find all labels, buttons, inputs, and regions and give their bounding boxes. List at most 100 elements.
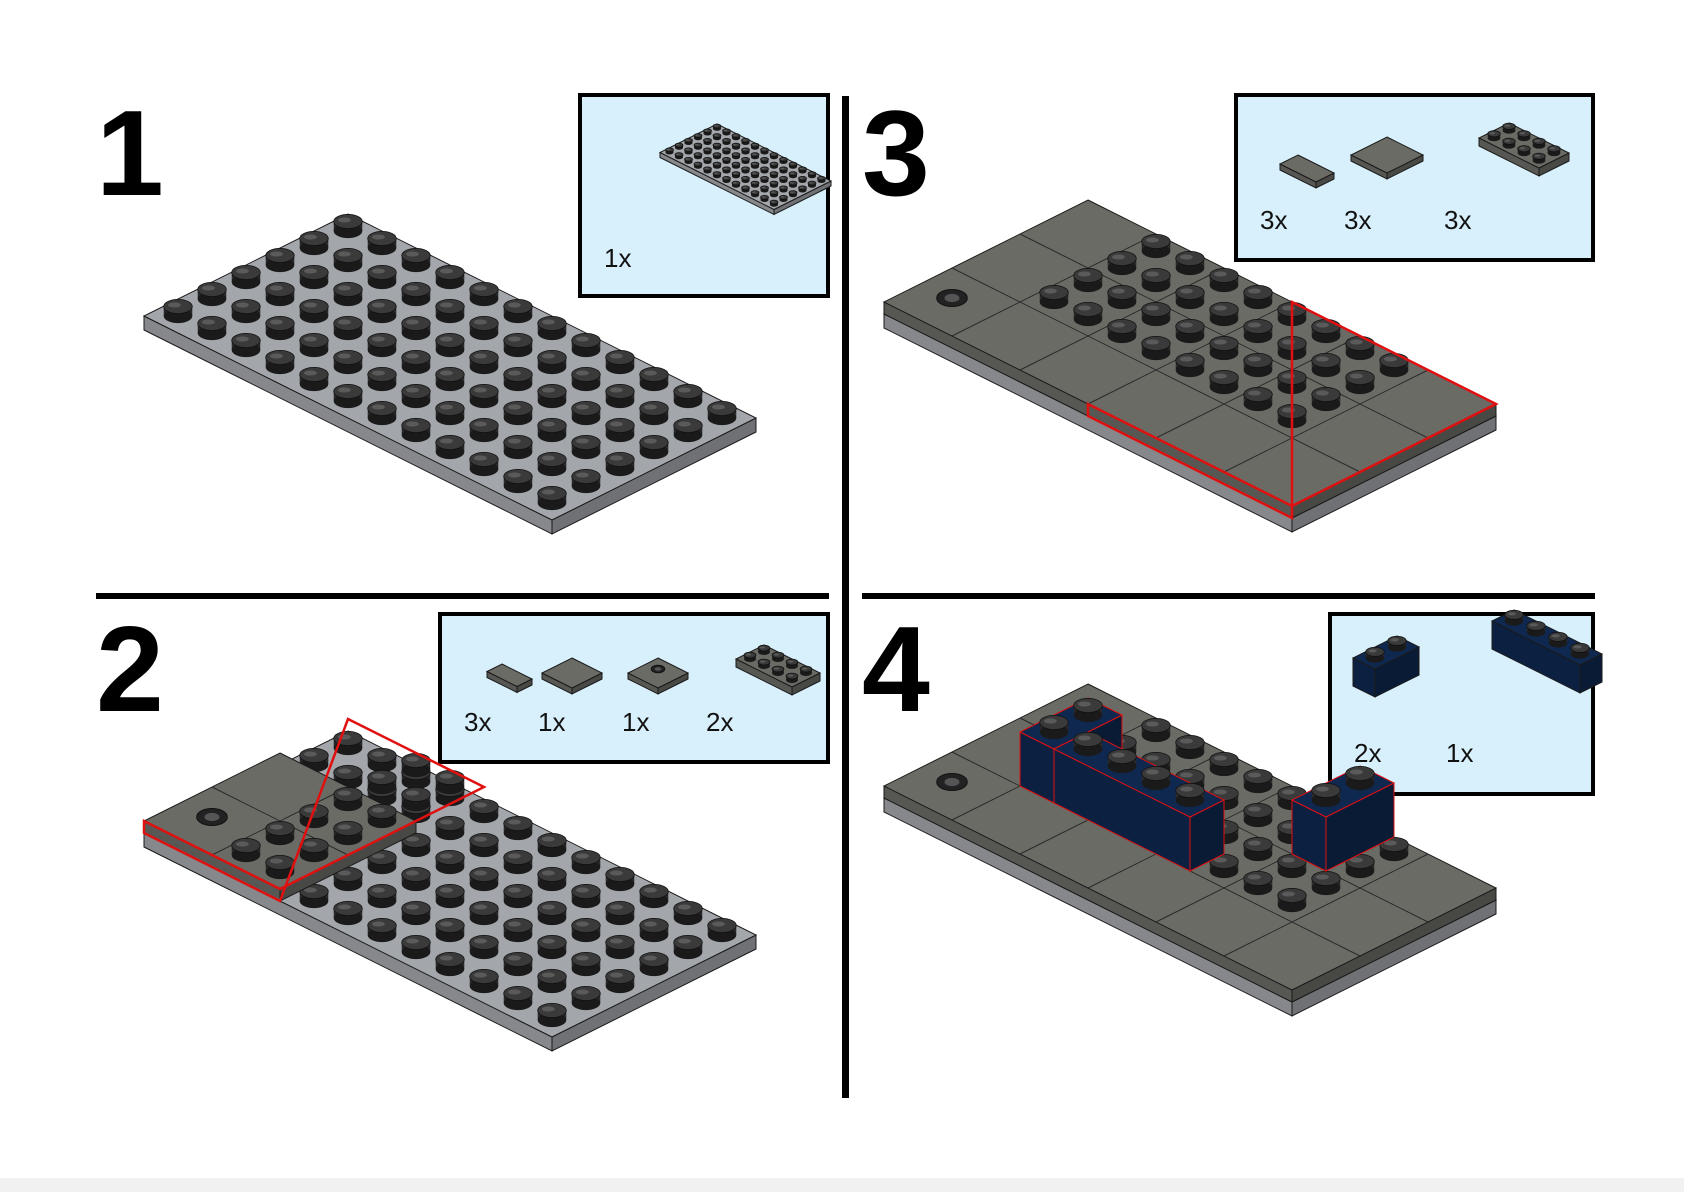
stud	[1243, 802, 1273, 828]
stud	[673, 417, 703, 443]
stud	[750, 180, 760, 188]
stud	[684, 156, 693, 164]
stud	[435, 951, 465, 977]
stud	[731, 171, 741, 179]
stud	[799, 665, 813, 676]
stud	[731, 161, 741, 169]
stud	[703, 156, 712, 164]
stud	[1209, 751, 1239, 777]
stud	[760, 156, 769, 164]
tile-2x2-dark-gray-icon	[540, 657, 604, 695]
step-number: 3	[862, 85, 930, 221]
stud	[605, 417, 635, 443]
stud	[333, 281, 363, 307]
stud	[469, 798, 499, 824]
stud	[1175, 734, 1205, 760]
stud	[469, 451, 499, 477]
stud	[1311, 782, 1341, 808]
stud	[731, 133, 741, 141]
stud	[760, 175, 769, 183]
stud	[1175, 318, 1205, 344]
stud	[333, 349, 363, 375]
stud	[779, 185, 788, 193]
stud	[712, 142, 722, 150]
stud	[503, 298, 533, 324]
stud	[639, 883, 669, 909]
stud	[1209, 267, 1239, 293]
part-qty: 3x	[464, 707, 492, 737]
stud	[367, 400, 397, 426]
stud	[1532, 137, 1546, 149]
stud	[760, 185, 769, 193]
stud	[231, 264, 261, 290]
stud	[1073, 301, 1103, 327]
stud	[333, 900, 363, 926]
stud	[401, 349, 431, 375]
stud	[605, 451, 635, 477]
stud	[299, 747, 329, 773]
stud	[1526, 620, 1546, 637]
stud	[435, 917, 465, 943]
stud	[367, 366, 397, 392]
stud	[785, 672, 799, 683]
stud	[401, 786, 431, 812]
stud	[299, 298, 329, 324]
stud	[1548, 631, 1568, 648]
stud	[469, 934, 499, 960]
stud	[1107, 748, 1137, 774]
stud	[537, 832, 567, 858]
stud	[712, 152, 722, 160]
stud	[333, 786, 363, 812]
stud	[1073, 731, 1103, 757]
stud	[1570, 642, 1590, 659]
tile-2x2-dark-gray-icon	[1349, 136, 1425, 180]
part	[540, 657, 604, 695]
stud	[1387, 635, 1407, 652]
stud	[367, 332, 397, 358]
stud	[741, 185, 750, 193]
stud	[807, 180, 817, 188]
stud	[779, 166, 788, 174]
stud	[571, 400, 601, 426]
stud	[771, 665, 785, 676]
stud	[731, 152, 741, 160]
stud	[571, 468, 601, 494]
part	[485, 663, 534, 694]
plate-2x4-dark-gray-icon	[1477, 122, 1571, 177]
step-number: 2	[96, 601, 164, 737]
stud	[231, 332, 261, 358]
stud	[722, 128, 731, 136]
part-qty: 3x	[1444, 205, 1472, 235]
stud	[769, 190, 779, 198]
stud	[722, 137, 731, 145]
stud	[1487, 130, 1501, 142]
stud	[503, 815, 533, 841]
stud	[1311, 386, 1341, 412]
stud	[469, 900, 499, 926]
stud	[1243, 836, 1273, 862]
stud	[750, 152, 760, 160]
stud	[503, 434, 533, 460]
stud	[197, 281, 227, 307]
stud	[537, 900, 567, 926]
stud	[435, 298, 465, 324]
stud	[1365, 646, 1385, 663]
stud	[1039, 714, 1069, 740]
stud	[537, 1002, 567, 1028]
stud	[231, 837, 261, 863]
stud	[333, 383, 363, 409]
stud	[684, 137, 693, 145]
stud	[1175, 352, 1205, 378]
page-footer-strip	[0, 1178, 1684, 1192]
stud	[1311, 318, 1341, 344]
stud	[1209, 301, 1239, 327]
stud	[769, 199, 779, 207]
stud	[712, 171, 722, 179]
stud	[571, 883, 601, 909]
stud	[1175, 284, 1205, 310]
stud	[1243, 352, 1273, 378]
stud	[1504, 609, 1524, 626]
stud	[537, 485, 567, 511]
